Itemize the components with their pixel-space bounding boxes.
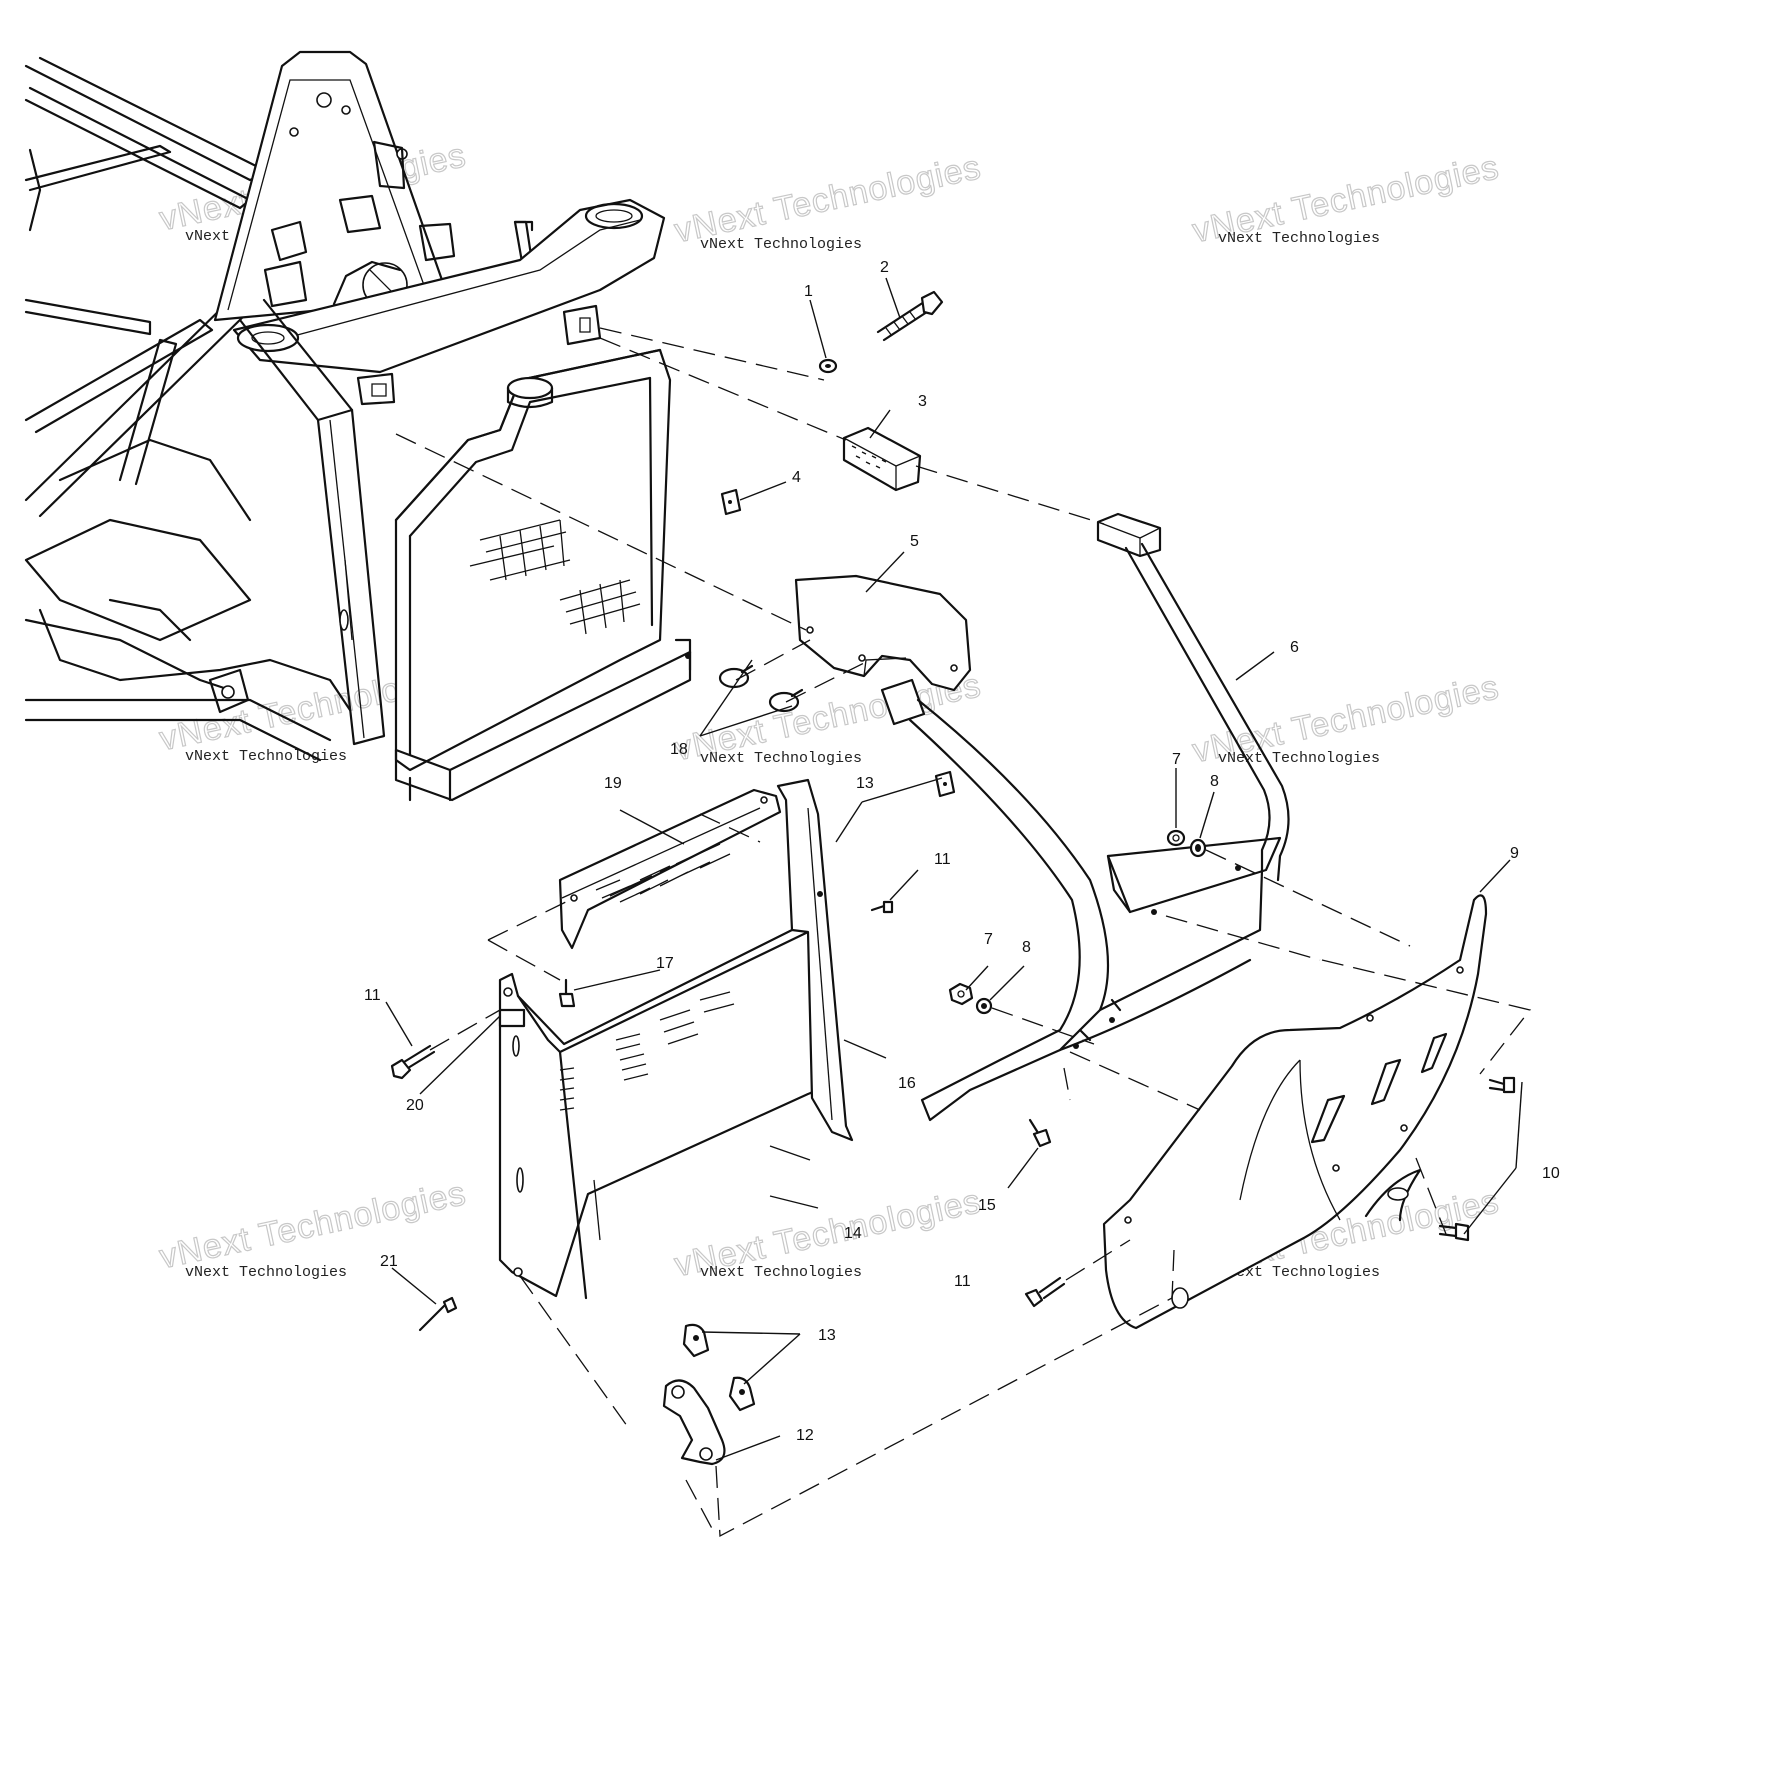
leader-lines <box>385 277 1523 1461</box>
callout-21: 21 <box>380 1253 398 1270</box>
part-2-bolt <box>876 290 944 342</box>
part-21-rivet <box>418 1296 458 1332</box>
watermark-big: vNext Technologies <box>671 148 984 250</box>
callout-8-lower: 8 <box>1022 939 1031 956</box>
part-7-nut-upper <box>1166 829 1186 847</box>
callout-17: 17 <box>656 955 674 972</box>
callout-16: 16 <box>898 1075 916 1092</box>
callout-12: 12 <box>796 1427 814 1444</box>
part-11-screw-bottom <box>1024 1276 1066 1308</box>
callout-9: 9 <box>1510 845 1519 862</box>
part-9-skid-plate <box>1102 894 1488 1330</box>
part-8-washer-lower <box>975 997 993 1015</box>
callout-4: 4 <box>792 469 801 486</box>
part-17-screw <box>558 978 576 1008</box>
part-13-clip-bottom-b <box>728 1376 756 1412</box>
callout-5: 5 <box>910 533 919 550</box>
callout-labels: 1 2 3 4 5 6 7 8 9 11 13 7 8 17 18 19 11 … <box>364 259 1560 1444</box>
watermark-small: vNext Technologies <box>700 1264 862 1281</box>
part-11-screw-center <box>870 900 894 914</box>
part-3-spacer-block <box>842 426 922 492</box>
assembly-lines <box>395 327 1532 1538</box>
callout-11-center: 11 <box>934 851 951 868</box>
part-1-washer <box>818 358 838 374</box>
watermark-small: vNext Technologies <box>1218 230 1380 247</box>
part-4-clip <box>720 488 742 516</box>
part-13-clip-bottom-a <box>682 1323 710 1358</box>
radiator <box>394 348 692 802</box>
watermark-small: vNext Technologies <box>1218 1264 1380 1281</box>
callout-6: 6 <box>1290 639 1299 656</box>
part-8-washer-upper <box>1189 838 1207 858</box>
chassis-frame <box>24 50 666 762</box>
watermark-small: vNext Technologies <box>700 750 862 767</box>
callout-10: 10 <box>1542 1165 1560 1182</box>
callout-19: 19 <box>604 775 622 792</box>
callout-15: 15 <box>978 1197 996 1214</box>
callout-8-upper: 8 <box>1210 773 1219 790</box>
watermark-small: vNext Technologies <box>1218 750 1380 767</box>
callout-3: 3 <box>918 393 927 410</box>
callout-14: 14 <box>844 1225 862 1242</box>
part-15-screw <box>1028 1118 1052 1148</box>
callout-20: 20 <box>406 1097 424 1114</box>
part-20-label <box>498 1008 526 1028</box>
watermark-small: vNext Technologies <box>185 748 347 765</box>
part-13-clip-top <box>934 770 956 798</box>
watermark-big: vNext Technologies <box>156 1174 469 1276</box>
part-6-bumper-tube <box>880 512 1290 1122</box>
callout-13-top: 13 <box>856 775 874 792</box>
callout-7-lower: 7 <box>984 931 993 948</box>
part-19-top-grille <box>558 788 782 950</box>
watermark-small: vNext Technologies <box>700 236 862 253</box>
part-5-bumper-pad <box>794 574 972 692</box>
callout-7-upper: 7 <box>1172 751 1181 768</box>
callout-11-left: 11 <box>364 987 381 1004</box>
callout-13-bottom: 13 <box>818 1327 836 1344</box>
part-12-bracket <box>662 1379 726 1466</box>
callout-2: 2 <box>880 259 889 276</box>
watermark-small: vNext Technologies <box>185 1264 347 1281</box>
part-10-screw-upper <box>1488 1076 1516 1094</box>
callout-18: 18 <box>670 741 688 758</box>
part-11-screw-left <box>390 1044 436 1080</box>
part-18-push-pin-a <box>718 664 754 689</box>
part-16-side-panel <box>776 778 854 1142</box>
callout-11-bottom: 11 <box>954 1273 971 1290</box>
callout-1: 1 <box>804 283 813 300</box>
